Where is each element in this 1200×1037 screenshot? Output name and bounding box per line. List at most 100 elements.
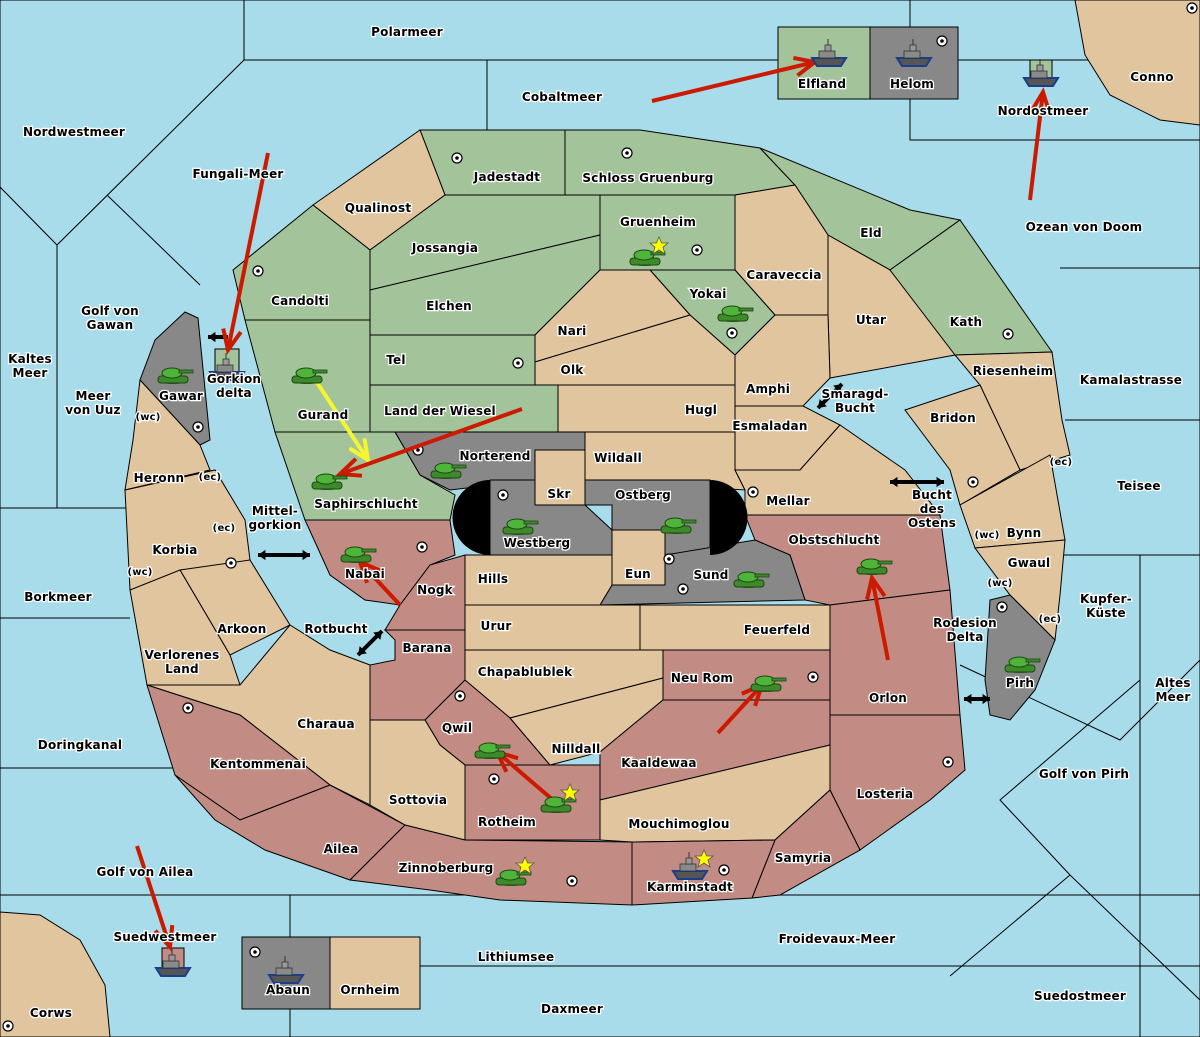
label-ozean-von-doom: Ozean von Doom [1026, 220, 1143, 234]
label-hugl: Hugl [685, 403, 717, 417]
province-ornheim[interactable] [329, 936, 421, 1010]
supply-center-icon [936, 35, 948, 47]
province-bridon[interactable] [904, 384, 1021, 506]
label-gawar: Gawar [159, 389, 203, 403]
coast-label: (wc) [974, 530, 999, 541]
label-land-der-wiesel: Land der Wiesel [384, 404, 496, 418]
coast-label: (ec) [1050, 457, 1073, 468]
coast-label: (wc) [987, 578, 1012, 589]
province-conno[interactable] [1074, 0, 1200, 126]
label-samyria: Samyria [775, 851, 832, 865]
move-order-arrow [135, 845, 175, 952]
label-kaaldewaa: Kaaldewaa [621, 756, 696, 770]
label-gruenheim: Gruenheim [620, 215, 696, 229]
province-heronn[interactable] [124, 378, 211, 491]
supply-center-icon [497, 489, 509, 501]
move-order-arrow [865, 573, 890, 661]
label-daxmeer: Daxmeer [541, 1002, 603, 1016]
label-smaragd-bucht: Smaragd-Bucht [821, 387, 888, 415]
label-kentommenai: Kentommenai [210, 757, 306, 771]
label-bridon: Bridon [930, 411, 976, 425]
supply-center-icon [942, 756, 954, 768]
coast-label: (wc) [135, 412, 160, 423]
label-mellar: Mellar [766, 494, 810, 508]
label-pirh: Pirh [1006, 676, 1034, 690]
supply-center-icon [225, 557, 237, 569]
supply-center-icon [691, 244, 703, 256]
supply-center-icon [454, 690, 466, 702]
label-froidevaux-meer: Froidevaux-Meer [779, 932, 896, 946]
label-westberg: Westberg [504, 536, 571, 550]
label-nilldall: Nilldall [552, 742, 601, 756]
label-nogk: Nogk [417, 583, 453, 597]
label-doringkanal: Doringkanal [38, 738, 122, 752]
label-mittel-gorkion: Mittel-gorkion [248, 504, 301, 532]
supply-center-icon [996, 601, 1008, 613]
label-urur: Urur [481, 619, 512, 633]
province-nogk[interactable] [384, 554, 466, 631]
supply-center-icon [512, 357, 524, 369]
province-gwaul[interactable] [974, 539, 1066, 642]
supply-center-icon [1002, 328, 1014, 340]
coast-label: (ec) [1039, 614, 1062, 625]
westberg-cap [452, 480, 490, 555]
supply-center-icon [566, 875, 578, 887]
connection-arrow-icon [258, 549, 310, 561]
label-mouchimoglou: Mouchimoglou [628, 817, 729, 831]
label-schloss-gruenburg: Schloss Gruenburg [582, 171, 713, 185]
label-nordostmeer: Nordostmeer [998, 104, 1089, 118]
label-korbia: Korbia [152, 543, 197, 557]
label-nabai: Nabai [345, 567, 385, 581]
supply-center-icon [677, 583, 689, 595]
orders [135, 55, 1052, 952]
connection-arrow-icon [890, 476, 944, 488]
label-lithiumsee: Lithiumsee [478, 950, 555, 964]
label-barana: Barana [402, 641, 451, 655]
supply-center-icon [663, 553, 675, 565]
label-candolti: Candolti [271, 294, 329, 308]
label-norterend: Norterend [459, 449, 530, 463]
label-ostberg: Ostberg [615, 488, 671, 502]
label-qualinost: Qualinost [345, 201, 412, 215]
label-saphirschlucht: Saphirschlucht [314, 497, 418, 511]
label-charaua: Charaua [297, 717, 355, 731]
label-yokai: Yokai [688, 287, 726, 301]
supply-center-icon [747, 486, 759, 498]
label-kamalastrasse: Kamalastrasse [1080, 373, 1182, 387]
label-eun: Eun [625, 567, 651, 581]
province-mellar[interactable] [734, 424, 942, 516]
province-gruenheim[interactable] [599, 194, 736, 271]
province-corws[interactable] [0, 911, 111, 1037]
coast-label: (ec) [213, 523, 236, 534]
label-utar: Utar [856, 313, 886, 327]
province-korbia[interactable] [124, 469, 251, 591]
connection-arrow-icon [964, 693, 990, 705]
label-bynn: Bynn [1007, 526, 1042, 540]
label-golf-von-ailea: Golf von Ailea [97, 865, 194, 879]
supply-center-icon [718, 864, 730, 876]
ostberg-cap [710, 480, 748, 555]
province-verlorenes-land[interactable] [129, 569, 241, 686]
label-rotheim: Rotheim [478, 815, 536, 829]
label-gurand: Gurand [298, 408, 349, 422]
label-corws: Corws [30, 1006, 72, 1020]
connections [208, 331, 990, 705]
label-fungali-meer: Fungali-Meer [192, 167, 283, 181]
label-suedostmeer: Suedostmeer [1034, 989, 1126, 1003]
supply-center-icon [182, 702, 194, 714]
label-sund: Sund [693, 568, 728, 582]
label-golf-von-pirh: Golf von Pirh [1039, 767, 1129, 781]
label-cobaltmeer: Cobaltmeer [522, 90, 602, 104]
label-hills: Hills [478, 572, 509, 586]
label-suedwestmeer: Suedwestmeer [113, 930, 216, 944]
supply-center-icon [488, 773, 500, 785]
province-candolti[interactable] [232, 204, 371, 321]
label-helom: Helom [890, 77, 934, 91]
